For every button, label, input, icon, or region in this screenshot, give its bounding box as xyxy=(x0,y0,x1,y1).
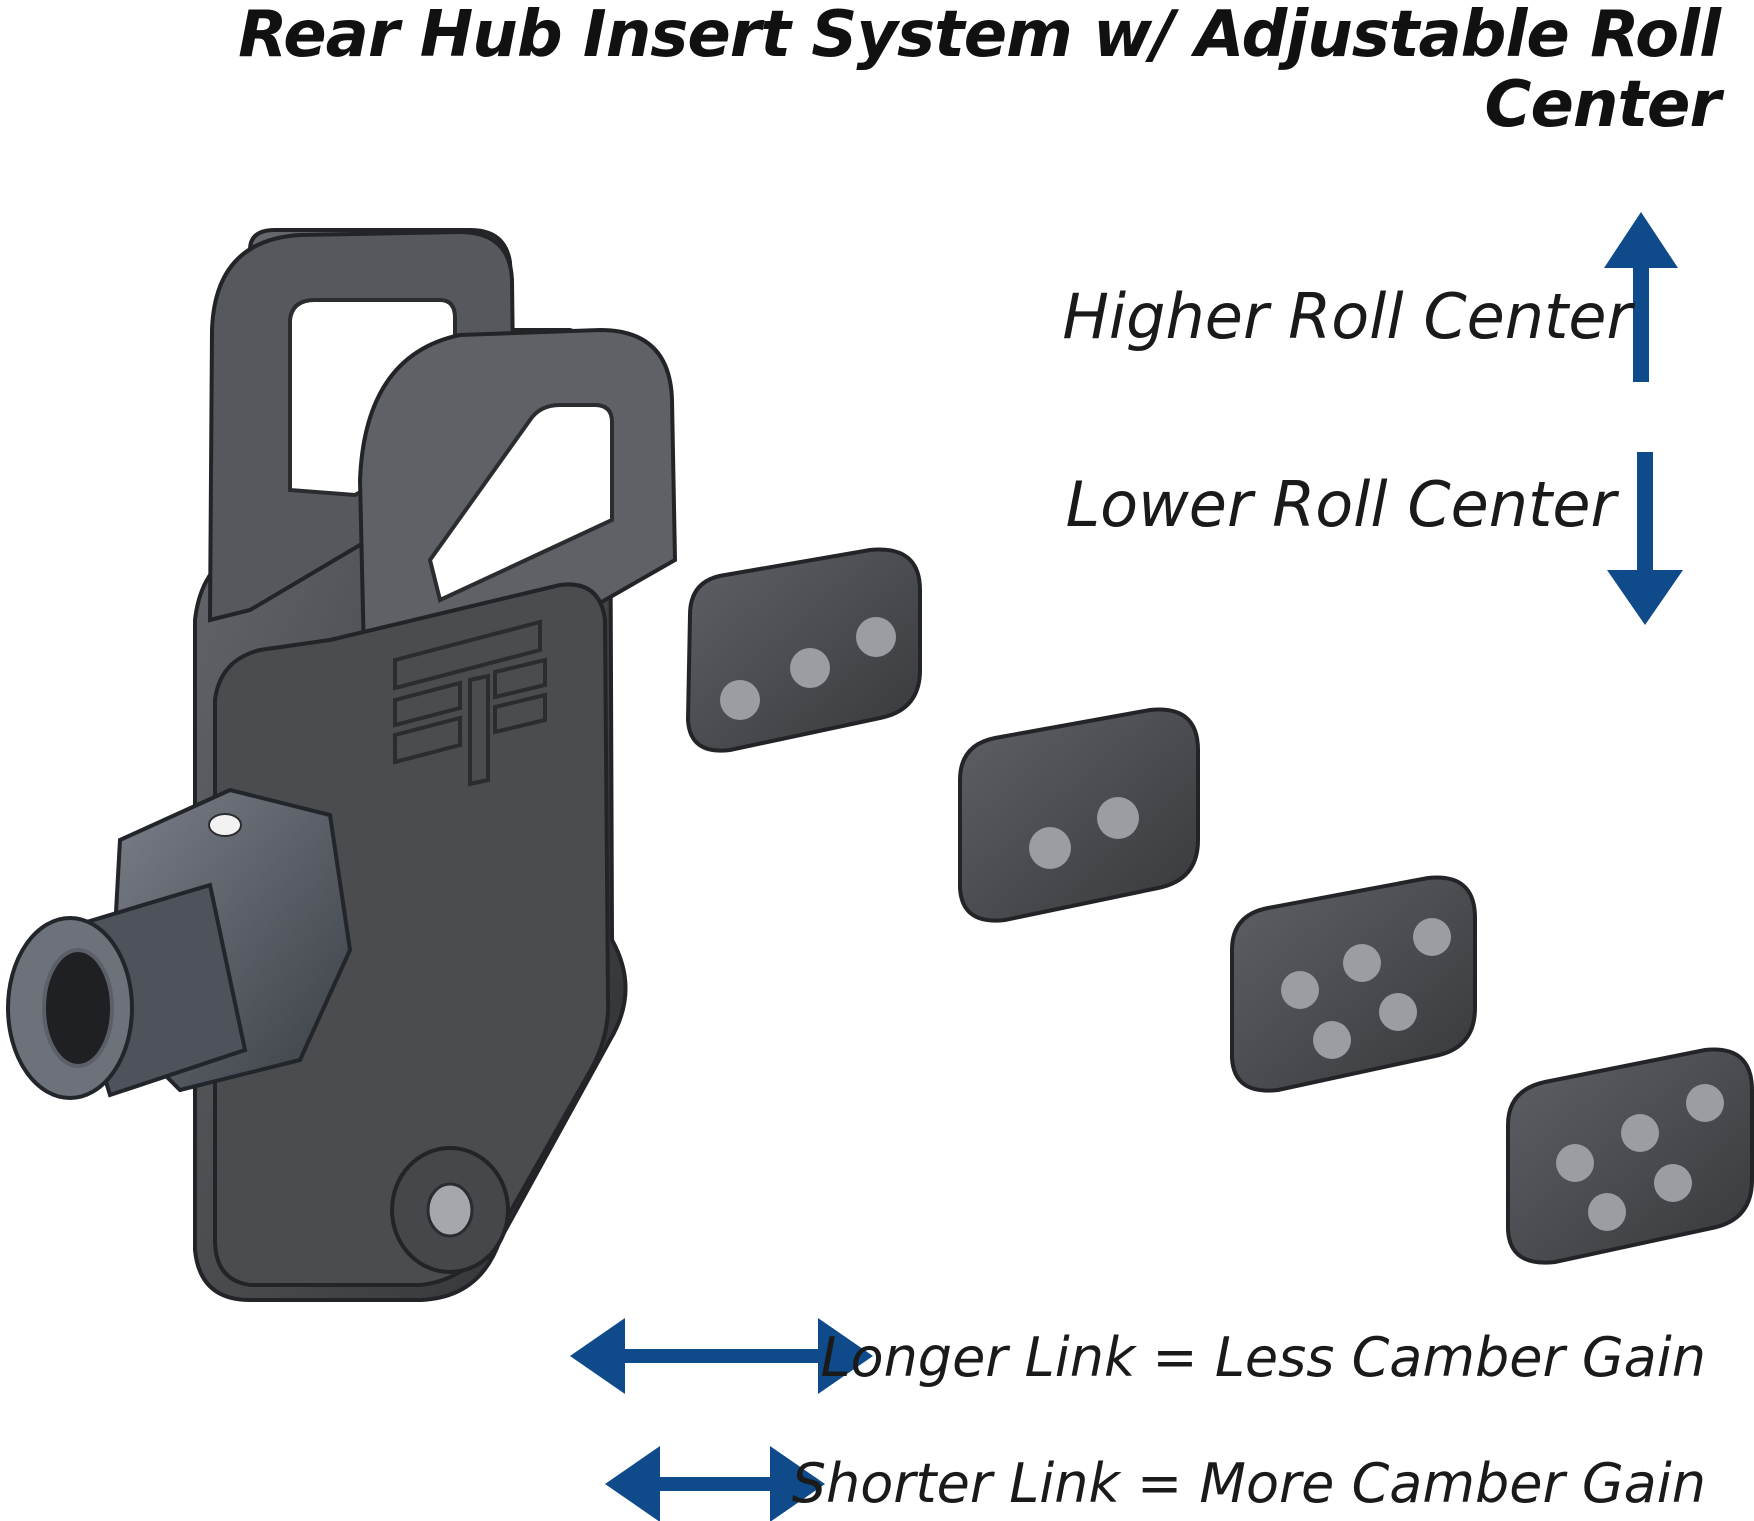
insert-hole xyxy=(1413,918,1451,956)
insert-hole xyxy=(1621,1114,1659,1152)
insert-hole xyxy=(1029,827,1071,869)
insert-hole xyxy=(1313,1021,1351,1059)
lower-roll-center-label: Lower Roll Center xyxy=(1065,468,1616,541)
longer-link-label: Longer Link = Less Camber Gain xyxy=(820,1326,1706,1389)
shorter-link-label: Shorter Link = More Camber Gain xyxy=(791,1452,1706,1515)
insert-hole xyxy=(1097,797,1139,839)
hub-logo-mark xyxy=(393,619,547,787)
arrow-down-icon xyxy=(1607,452,1683,625)
insert-hole xyxy=(856,617,896,657)
insert-hole xyxy=(1556,1144,1594,1182)
page-title: Rear Hub Insert System w/ Adjustable Rol… xyxy=(238,0,1721,142)
insert-hole xyxy=(720,680,760,720)
insert-hole xyxy=(790,648,830,688)
double-arrow-icon-longer xyxy=(570,1318,873,1394)
insert-1-illustration xyxy=(685,547,922,753)
higher-roll-center-label: Higher Roll Center xyxy=(1062,280,1632,353)
hub-nut-hole xyxy=(208,813,242,837)
insert-2-illustration xyxy=(958,707,1200,923)
insert-hole xyxy=(1588,1193,1626,1231)
insert-3-illustration xyxy=(1230,875,1477,1093)
arrow-up-icon xyxy=(1604,212,1678,382)
double-arrow-icon-shorter xyxy=(605,1446,825,1521)
insert-hole xyxy=(1379,993,1417,1031)
insert-hole xyxy=(1654,1164,1692,1202)
insert-hole xyxy=(1343,944,1381,982)
insert-hole xyxy=(1686,1084,1724,1122)
insert-4-illustration xyxy=(1506,1047,1754,1265)
hub-lower-pivot-hole xyxy=(426,1182,474,1238)
hub-bearing-bore xyxy=(42,948,114,1068)
insert-hole xyxy=(1281,971,1319,1009)
hub-front-loop-window xyxy=(427,403,614,603)
hub-carrier-illustration xyxy=(6,228,678,1302)
